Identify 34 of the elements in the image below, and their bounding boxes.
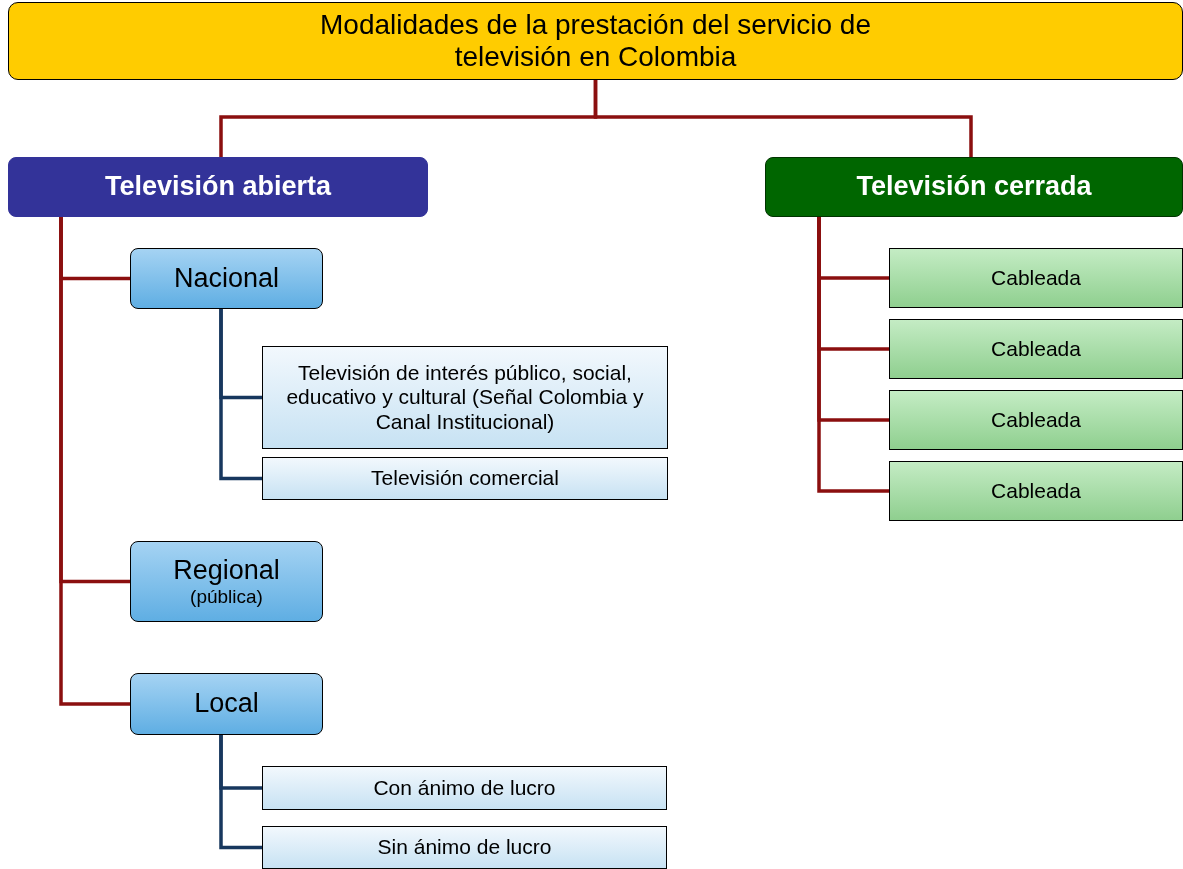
item-box bbox=[262, 346, 668, 449]
label-text: Cableada bbox=[991, 336, 1081, 362]
label-text: Cableada bbox=[991, 407, 1081, 433]
connector-line bbox=[593, 80, 973, 157]
item-box bbox=[889, 461, 1183, 521]
label-text: Modalidades de la prestación del servicio de televisión en Colombia bbox=[319, 8, 872, 74]
item-box bbox=[262, 766, 667, 810]
label-text: Televisión cerrada bbox=[856, 171, 1092, 203]
item-box bbox=[262, 826, 667, 869]
title-box bbox=[8, 2, 1183, 80]
subtitle-text: (pública) bbox=[190, 586, 263, 608]
item-box bbox=[889, 248, 1183, 308]
item-box bbox=[262, 457, 668, 500]
category-box bbox=[765, 157, 1183, 217]
label-text: Televisión abierta bbox=[104, 171, 332, 203]
label-text: Con ánimo de lucro bbox=[373, 775, 556, 801]
label-text: Local bbox=[194, 688, 259, 720]
connector-line bbox=[59, 217, 130, 706]
label-text: Regional bbox=[173, 555, 280, 587]
connector-line bbox=[219, 309, 262, 481]
connector-line bbox=[219, 735, 262, 850]
subcategory-box bbox=[130, 673, 323, 735]
subcategory-box bbox=[130, 541, 323, 622]
connector-line bbox=[817, 217, 889, 493]
subcategory-box bbox=[130, 248, 323, 309]
label-text: Sin ánimo de lucro bbox=[377, 835, 552, 860]
item-box bbox=[889, 319, 1183, 379]
label-text: Cableada bbox=[991, 478, 1081, 504]
label-text: Nacional bbox=[173, 262, 280, 294]
label-text: Cableada bbox=[991, 265, 1081, 291]
category-box bbox=[8, 157, 428, 217]
label-text: Televisión de interés público, social, educativo y cultural (Señal Colombia y Canal Institucional) bbox=[285, 361, 645, 434]
item-box bbox=[889, 390, 1183, 450]
label-text: Televisión comercial bbox=[371, 466, 559, 491]
